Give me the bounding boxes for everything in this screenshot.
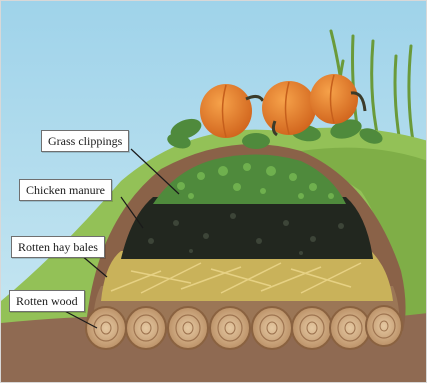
pumpkin <box>262 81 316 135</box>
label-rotten-hay-bales: Rotten hay bales <box>11 236 105 258</box>
log <box>252 307 292 349</box>
label-grass-clippings: Grass clippings <box>41 130 129 152</box>
manure-layer <box>121 197 373 259</box>
log <box>86 307 126 349</box>
log <box>330 307 370 349</box>
label-rotten-wood: Rotten wood <box>9 290 85 312</box>
log-row <box>86 306 402 349</box>
log <box>366 306 402 346</box>
label-chicken-manure: Chicken manure <box>19 179 112 201</box>
log <box>126 307 166 349</box>
log <box>292 307 332 349</box>
log <box>168 307 208 349</box>
log <box>210 307 250 349</box>
